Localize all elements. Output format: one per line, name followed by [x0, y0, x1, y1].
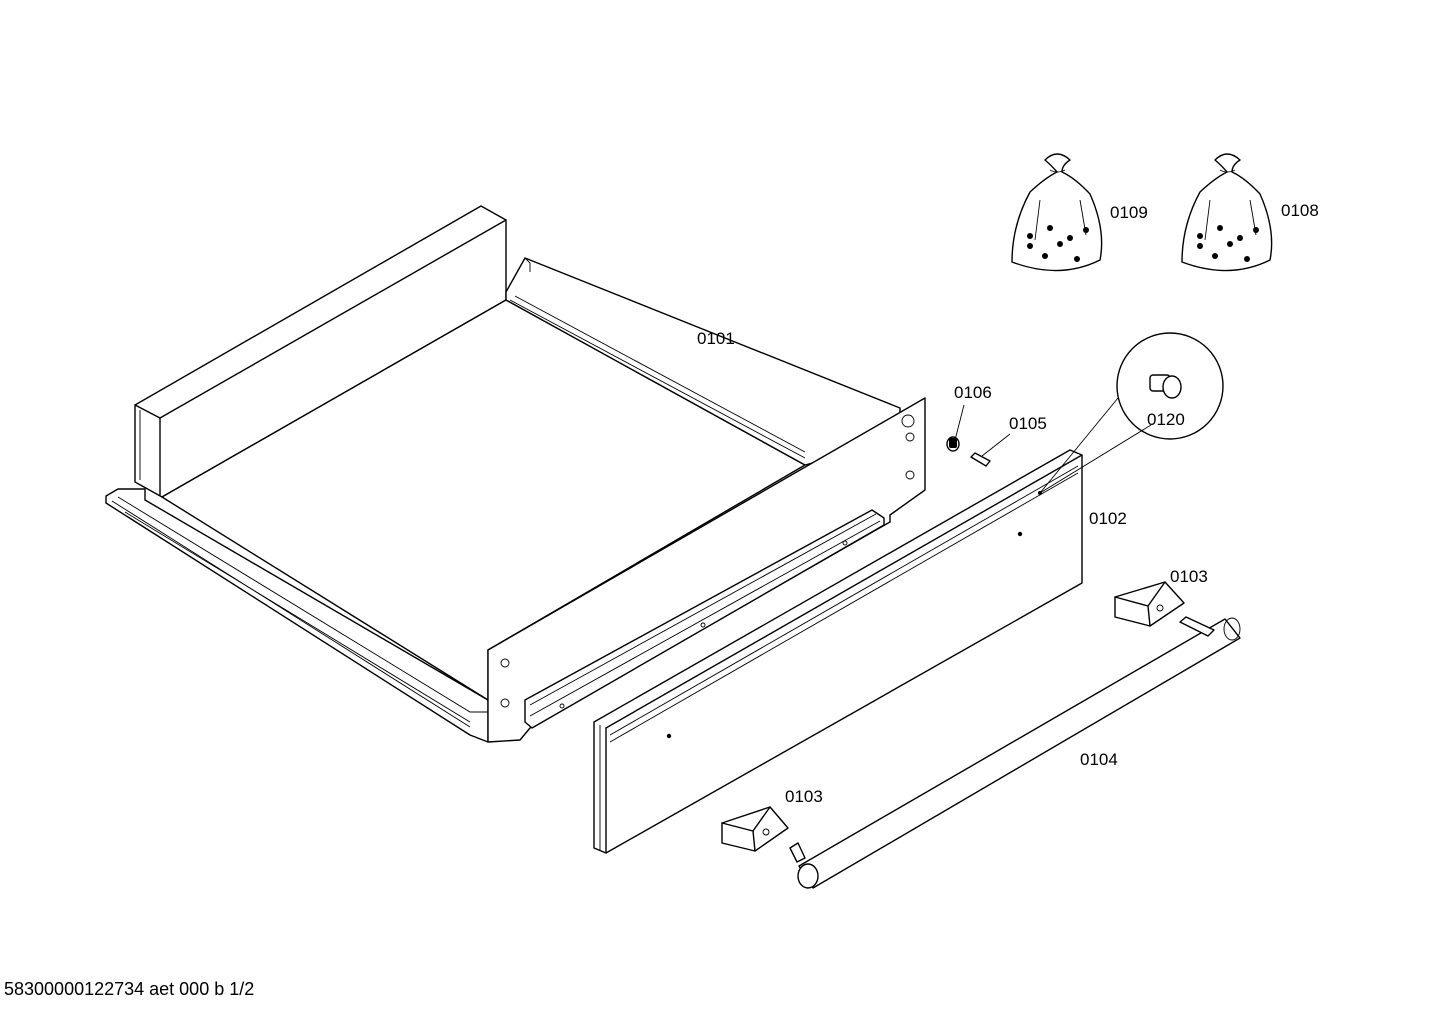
handle-support-upper-part [1114, 581, 1185, 627]
label-0105: 0105 [1009, 414, 1047, 433]
label-0104: 0104 [1080, 750, 1118, 769]
label-0103-lower: 0103 [785, 787, 823, 806]
handle-support-lower-part [721, 806, 789, 852]
drawer-body-part [105, 205, 926, 743]
label-0109: 0109 [1110, 203, 1148, 222]
label-0102: 0102 [1089, 509, 1127, 528]
handle-bar-part [789, 616, 1241, 889]
screw-bag-0108-part [1181, 153, 1273, 272]
front-panel-part [593, 449, 1083, 854]
label-0120: 0120 [1147, 410, 1185, 429]
label-0101: 0101 [697, 329, 735, 348]
pin-0105-part [970, 433, 1011, 467]
screw-0106-part [946, 404, 965, 452]
detail-callout-0120 [1039, 332, 1224, 494]
document-id-footer: 58300000122734 aet 000 b 1/2 [4, 979, 255, 999]
label-0106: 0106 [954, 383, 992, 402]
screw-bag-0109-part [1011, 153, 1103, 272]
label-0103-upper: 0103 [1170, 567, 1208, 586]
label-0108: 0108 [1281, 201, 1319, 220]
